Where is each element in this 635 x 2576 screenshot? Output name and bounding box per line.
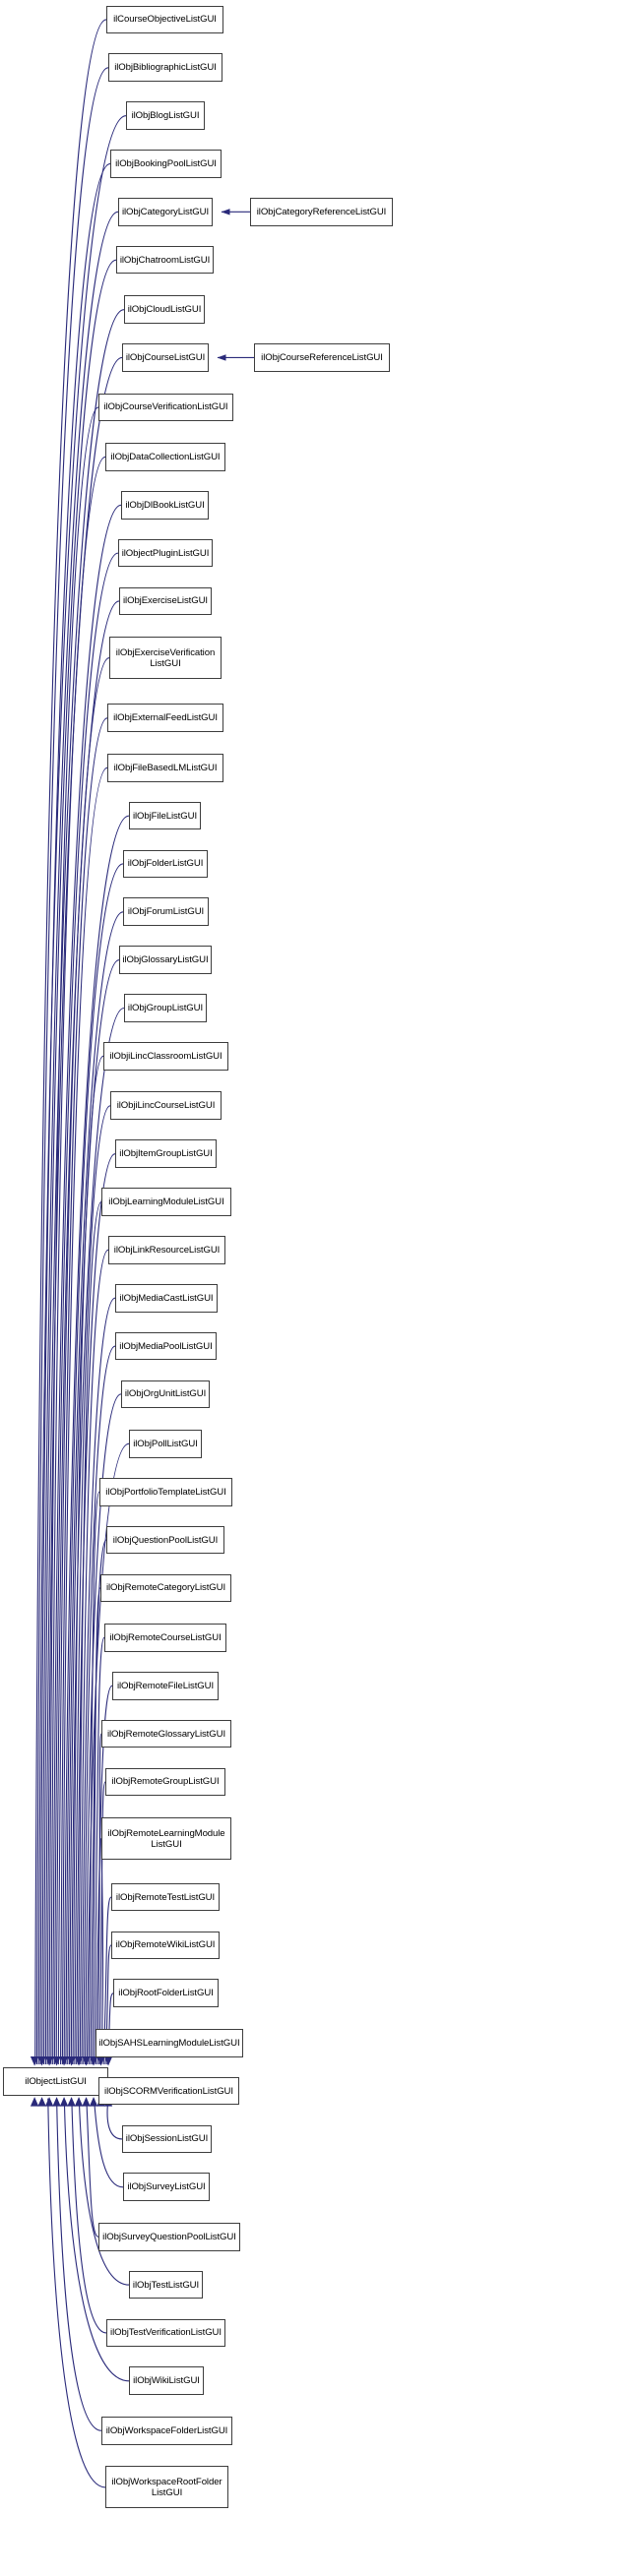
inheritance-edge <box>76 1153 116 2065</box>
edge-arrowhead <box>67 2097 76 2107</box>
derived-class-node[interactable]: ilObjItemGroupListGUI <box>115 1139 217 1168</box>
derived-class-node[interactable]: ilObjRootFolderListGUI <box>113 1979 219 2008</box>
inheritance-edge <box>63 815 130 2065</box>
inheritance-edge <box>61 767 108 2065</box>
derived-class-node[interactable]: ilObjOrgUnitListGUI <box>121 1380 210 1409</box>
derived-class-node[interactable]: ilObjSurveyQuestionPoolListGUI <box>98 2222 240 2251</box>
derived-class-node[interactable]: ilObjWorkspaceFolderListGUI <box>101 2416 232 2445</box>
edge-arrowhead <box>82 2056 91 2066</box>
inheritance-edge <box>92 1587 101 2065</box>
derived-class-node[interactable]: ilObjBlogListGUI <box>126 101 205 130</box>
inheritance-edge <box>34 19 107 2065</box>
edge-arrowhead <box>59 2056 69 2066</box>
derived-class-node[interactable]: ilObjMediaCastListGUI <box>115 1283 218 1313</box>
inheritance-edge <box>71 2098 107 2334</box>
inheritance-edge <box>86 2098 99 2238</box>
edge-arrowhead <box>74 2097 84 2107</box>
derived-class-node[interactable]: ilObjectPluginListGUI <box>118 538 213 568</box>
derived-class-node[interactable]: ilObjGlossaryListGUI <box>119 946 212 974</box>
edge-arrowhead <box>67 2056 76 2066</box>
inheritance-edge <box>72 1055 104 2065</box>
inheritance-edge <box>39 162 111 2065</box>
inheritance-edge <box>47 2098 106 2488</box>
derived-class-node[interactable]: ilObjCloudListGUI <box>124 295 205 324</box>
inheritance-edge <box>48 406 99 2065</box>
derived-class-node[interactable]: ilObjBibliographicListGUI <box>108 53 222 83</box>
inheritance-edge <box>96 1733 102 2065</box>
edge-arrowhead <box>82 2097 91 2107</box>
derived-class-node[interactable]: ilObjExternalFeedListGUI <box>107 704 223 733</box>
inheritance-edge <box>81 1297 116 2065</box>
derived-class-node[interactable]: ilObjQuestionPoolListGUI <box>106 1525 224 1555</box>
edge-arrowhead <box>96 2056 105 2066</box>
inheritance-edge <box>90 1539 107 2065</box>
derived-class-node[interactable]: ilObjLinkResourceListGUI <box>108 1236 225 1264</box>
derived-class-node[interactable]: ilObjSAHSLearningModuleListGUI <box>95 2028 243 2057</box>
derived-class-node[interactable]: ilObjBookingPoolListGUI <box>110 150 222 178</box>
derived-class-node[interactable]: ilObjSessionListGUI <box>122 2124 212 2154</box>
derived-class-node[interactable]: ilObjFileBasedLMListGUI <box>107 753 223 782</box>
derived-class-node[interactable]: ilObjRemoteFileListGUI <box>112 1671 219 1700</box>
derived-class-node[interactable]: ilObjExerciseVerification ListGUI <box>109 637 222 680</box>
inheritance-edge <box>50 456 106 2065</box>
inheritance-edge <box>77 1200 102 2065</box>
derived-class-node[interactable]: ilObjiLincCourseListGUI <box>110 1091 222 1121</box>
derived-class-node[interactable]: ilObjForumListGUI <box>123 897 209 927</box>
derived-class-node[interactable]: ilObjLearningModuleListGUI <box>101 1188 231 1216</box>
edge-arrowhead <box>37 2097 46 2107</box>
derived-class-node[interactable]: ilObjTestListGUI <box>129 2270 203 2300</box>
edge-arrowhead <box>89 2056 98 2066</box>
derived-class-node[interactable]: ilObjPortfolioTemplateListGUI <box>99 1477 232 1506</box>
edge-arrowhead <box>52 2056 61 2066</box>
edge-arrowhead <box>74 2056 84 2066</box>
derived-class-node[interactable]: ilObjRemoteTestListGUI <box>111 1882 220 1912</box>
edge-arrowhead <box>44 2097 54 2107</box>
derived-class-node[interactable]: ilObjSurveyListGUI <box>123 2173 210 2202</box>
derived-class-node[interactable]: ilObjRemoteCourseListGUI <box>104 1624 226 1652</box>
edge-arrowhead <box>52 2097 61 2107</box>
inheritance-edge <box>93 2098 124 2188</box>
derived-class-node[interactable]: ilObjWorkspaceRootFolder ListGUI <box>105 2466 228 2509</box>
edge-arrowhead <box>89 2097 98 2107</box>
edge-arrowhead <box>30 2097 39 2107</box>
derived-class-node[interactable]: ilObjExerciseListGUI <box>119 586 212 616</box>
inheritance-edge <box>56 2098 102 2431</box>
derived-class-node-level2[interactable]: ilObjCategoryReferenceListGUI <box>250 198 393 226</box>
edge-arrowhead <box>37 2056 46 2066</box>
derived-class-node[interactable]: ilObjRemoteCategoryListGUI <box>100 1573 231 1603</box>
inheritance-edge <box>59 717 108 2065</box>
inheritance-edge <box>88 1491 100 2065</box>
derived-class-node[interactable]: ilObjPollListGUI <box>129 1430 202 1458</box>
root-class-node[interactable]: ilObjectListGUI <box>3 2067 108 2096</box>
edge-arrowhead <box>44 2056 54 2066</box>
inheritance-edge <box>79 1249 109 2065</box>
derived-class-node[interactable]: ilCourseObjectiveListGUI <box>106 5 223 34</box>
derived-class-node[interactable]: ilObjMediaPoolListGUI <box>115 1331 217 1361</box>
derived-class-node[interactable]: ilObjWikiListGUI <box>129 2366 204 2396</box>
derived-class-node[interactable]: ilObjGroupListGUI <box>124 994 207 1022</box>
derived-class-node[interactable]: ilObjChatroomListGUI <box>116 245 214 275</box>
derived-class-node[interactable]: ilObjSCORMVerificationListGUI <box>98 2076 239 2106</box>
derived-class-node[interactable]: ilObjRemoteWikiListGUI <box>111 1931 220 1960</box>
derived-class-node[interactable]: ilObjiLincClassroomListGUI <box>103 1042 228 1071</box>
edge-arrowhead <box>103 2056 113 2066</box>
derived-class-node[interactable]: ilObjFileListGUI <box>129 801 201 830</box>
derived-class-node[interactable]: ilObjDlBookListGUI <box>121 490 209 520</box>
edge-arrowhead <box>59 2097 69 2107</box>
derived-class-node[interactable]: ilObjRemoteGroupListGUI <box>105 1767 225 1797</box>
derived-class-node[interactable]: ilObjCategoryListGUI <box>118 198 213 226</box>
derived-class-node[interactable]: ilObjFolderListGUI <box>123 849 208 879</box>
inheritance-edge <box>35 67 109 2065</box>
derived-class-node[interactable]: ilObjRemoteGlossaryListGUI <box>101 1719 231 1748</box>
edge-arrowhead <box>30 2056 39 2066</box>
derived-class-node[interactable]: ilObjCourseListGUI <box>122 343 209 372</box>
derived-class-node-level2[interactable]: ilObjCourseReferenceListGUI <box>254 343 390 372</box>
derived-class-node[interactable]: ilObjCourseVerificationListGUI <box>98 393 233 422</box>
derived-class-node[interactable]: ilObjDataCollectionListGUI <box>105 443 225 471</box>
derived-class-node[interactable]: ilObjRemoteLearningModule ListGUI <box>101 1817 231 1860</box>
derived-class-node[interactable]: ilObjTestVerificationListGUI <box>106 2318 225 2348</box>
